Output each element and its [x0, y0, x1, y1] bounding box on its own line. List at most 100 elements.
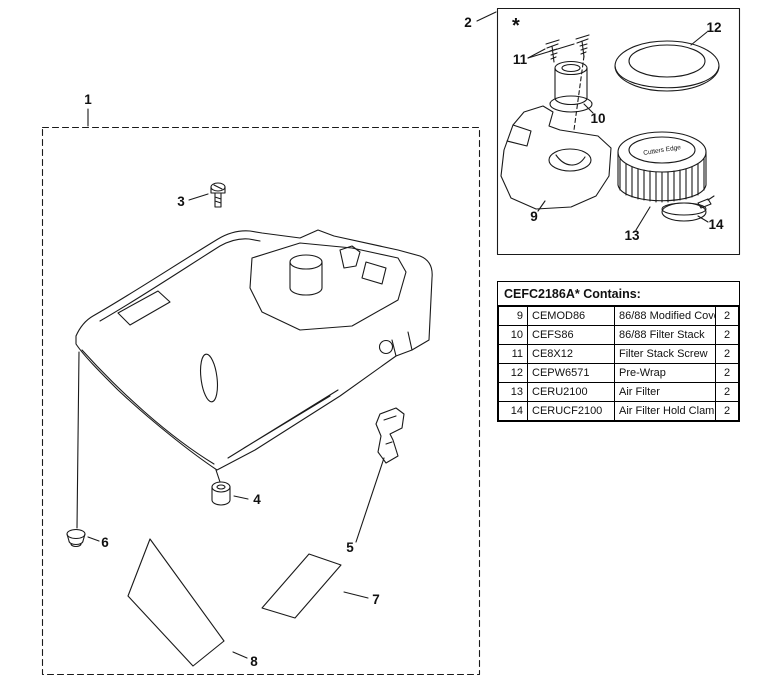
- cell-part: CEPW6571: [527, 363, 615, 383]
- cover-inner-rim: [99, 238, 261, 322]
- mod-cover-outline: [500, 105, 612, 210]
- top-cover-drawing: [75, 229, 433, 529]
- cell-ref: 11: [498, 344, 528, 364]
- screw-drawing: 3: [177, 182, 226, 209]
- cell-part: CERU2100: [527, 382, 615, 402]
- callout-14: 14: [708, 217, 724, 232]
- inset-box: 2 *: [464, 7, 741, 256]
- parts-table: CEFC2186A* Contains: 9 CEMOD86 86/88 Mod…: [497, 281, 740, 422]
- cell-ref: 10: [498, 325, 528, 345]
- right-notch: [391, 331, 413, 357]
- callout-5: 5: [346, 540, 354, 555]
- cell-ref: 12: [498, 363, 528, 383]
- grommet-body: [66, 533, 86, 548]
- mod-cover-spout: [506, 124, 532, 147]
- cell-qty: 2: [715, 363, 739, 383]
- callout-2-leader: [476, 11, 497, 22]
- cell-qty: 2: [715, 325, 739, 345]
- mod-cover-recess: [548, 148, 592, 172]
- cell-qty: 2: [715, 306, 739, 326]
- callout-10: 10: [590, 111, 605, 126]
- cell-desc: 86/88 Filter Stack: [614, 325, 716, 345]
- latch-detail: [383, 415, 397, 445]
- cell-qty: 2: [715, 401, 739, 421]
- callout-3-leader: [188, 193, 209, 201]
- cell-part: CEFS86: [527, 325, 615, 345]
- opening-bracket: [339, 245, 387, 285]
- filter-pleats: [619, 157, 705, 203]
- modified-cover-drawing: 9: [500, 105, 612, 224]
- decal-8-drawing: 8: [127, 538, 258, 669]
- cell-qty: 2: [715, 344, 739, 364]
- bushing-body: [211, 486, 231, 506]
- callout-8-leader: [232, 651, 248, 659]
- cover-outline: [75, 229, 433, 471]
- callout-1: 1: [84, 92, 92, 107]
- hold-clamp-drawing: 14: [661, 195, 724, 232]
- mod-cover-recess-detail: [555, 154, 586, 166]
- callout-12-leader: [690, 31, 708, 46]
- callout-6: 6: [101, 535, 109, 550]
- callout-4: 4: [253, 492, 261, 507]
- callout-12: 12: [706, 20, 721, 35]
- cell-part: CERUCF2100: [527, 401, 615, 421]
- prewrap-inner: [628, 44, 706, 78]
- decal-8-outline: [127, 538, 225, 667]
- ridge-lines: [227, 389, 339, 459]
- callout-3: 3: [177, 194, 185, 209]
- parts-table-title: CEFC2186A* Contains:: [498, 282, 739, 306]
- callout-13: 13: [624, 228, 640, 243]
- screw-slot: [213, 184, 223, 190]
- cell-qty: 2: [715, 382, 739, 402]
- filter-stack-drawing: 10: [549, 60, 606, 126]
- callout-8: 8: [250, 654, 258, 669]
- front-thickness-line: [81, 349, 215, 465]
- filter-brand-text: Cutters Edge: [643, 144, 682, 157]
- filter-screws-drawing: 11: [513, 34, 590, 131]
- main-assembly-box: 1: [41, 92, 481, 676]
- grommet-top: [66, 528, 86, 540]
- pre-wrap-drawing: 12: [614, 20, 722, 92]
- grommet-drawing: 6: [66, 528, 109, 550]
- latch-outline: [375, 407, 405, 464]
- stack-top: [554, 60, 588, 76]
- stack-body: [554, 67, 588, 106]
- table-row: 12 CEPW6571 Pre-Wrap 2: [498, 363, 739, 383]
- parts-table-grid: 9 CEMOD86 86/88 Modified Cover 2 10 CEFS…: [498, 306, 739, 421]
- callout-4-leader: [233, 495, 249, 500]
- callout-7-leader: [343, 591, 369, 599]
- left-recess: [117, 290, 171, 326]
- cell-desc: Air Filter: [614, 382, 716, 402]
- clamp-band-top: [661, 202, 707, 216]
- cover-hole: [378, 339, 394, 355]
- table-row: 11 CE8X12 Filter Stack Screw 2: [498, 344, 739, 364]
- rear-opening: [249, 242, 407, 331]
- cell-ref: 9: [498, 306, 528, 326]
- cell-part: CEMOD86: [527, 306, 615, 326]
- bushing-drawing: 4: [211, 481, 261, 507]
- air-filter-drawing: Cutters Edge 13: [617, 131, 707, 243]
- cell-desc: 86/88 Modified Cover: [614, 306, 716, 326]
- prewrap-band: [614, 65, 720, 89]
- callout-11: 11: [513, 52, 528, 67]
- screw-dashed-axis: [573, 55, 585, 131]
- latch-drawing: 5: [346, 407, 405, 555]
- callout-11-leader-a: [527, 48, 546, 59]
- asterisk-mark: *: [512, 15, 520, 37]
- bushing-bore: [216, 484, 226, 490]
- table-row: 14 CERUCF2100 Air Filter Hold Clamp 2: [498, 401, 739, 421]
- table-row: 13 CERU2100 Air Filter 2: [498, 382, 739, 402]
- vent-slot: [199, 353, 219, 403]
- intake-boss-bottom: [289, 287, 323, 296]
- screw-shaft: [214, 192, 222, 208]
- inset-border: [496, 7, 741, 256]
- intake-boss-top: [289, 254, 323, 270]
- callout-11-leader-b: [527, 43, 575, 59]
- screw-head-side: [210, 186, 226, 194]
- stack-bore: [561, 63, 581, 73]
- cell-part: CE8X12: [527, 344, 615, 364]
- dashed-boundary: [41, 126, 481, 676]
- cell-desc: Filter Stack Screw: [614, 344, 716, 364]
- screw-b: [575, 34, 590, 58]
